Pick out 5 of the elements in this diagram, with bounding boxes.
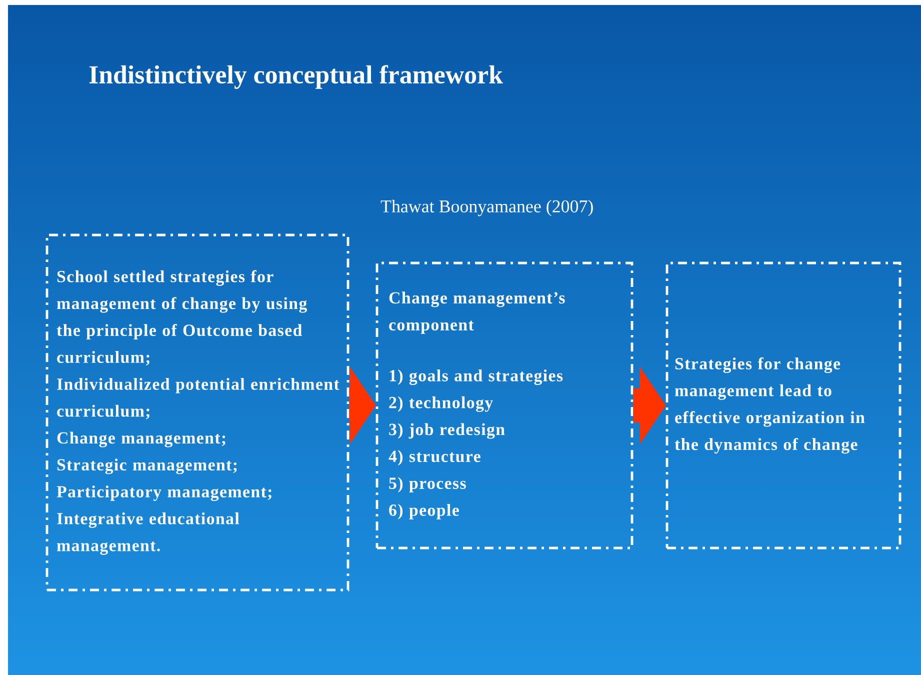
process-box: Change management’s component 1) goals and strategies 2) technology 3) job redesign 4) structure 5) process 6) people <box>376 262 634 550</box>
process-box: Strategies for change management lead to effective organization in the dynamics of change <box>666 262 902 550</box>
process-box: School settled strategies for management of change by using the principle of Outcome based curriculum; Individualized potential enrichment curriculum; Change management; Strategic management; Participatory management; Integrative educational management. <box>46 234 350 592</box>
citation: Thawat Boonyamanee (2007) <box>380 200 593 216</box>
slide-title: Indistinctively conceptual framework <box>89 65 503 89</box>
